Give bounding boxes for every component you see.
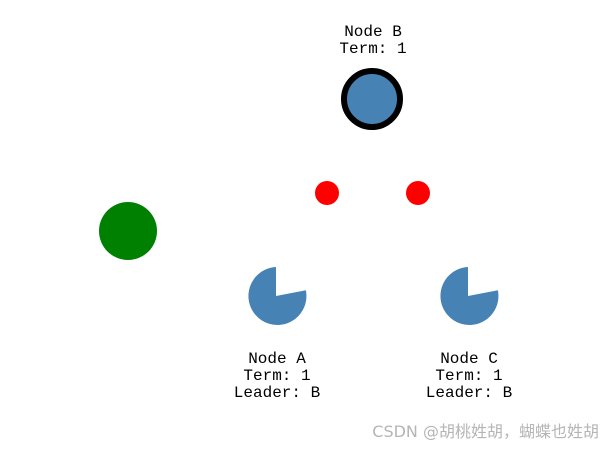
node-a-term: Term: 1 <box>243 367 311 385</box>
node-b-term: Term: 1 <box>339 40 407 58</box>
node-a-circle <box>248 267 307 325</box>
message-dot-to-a <box>315 181 339 205</box>
node-c-term: Term: 1 <box>435 367 503 385</box>
node-b-name: Node B <box>344 23 402 41</box>
node-a-label: Node A Term: 1 Leader: B <box>217 351 337 402</box>
node-a-leader: Leader: B <box>233 384 321 402</box>
watermark: CSDN @胡桃姓胡，蝴蝶也姓胡 <box>372 422 599 441</box>
client-circle <box>99 202 157 260</box>
node-a-name: Node A <box>248 350 306 368</box>
message-dot-to-c <box>406 181 430 205</box>
node-c-name: Node C <box>440 350 498 368</box>
node-b-circle <box>341 68 403 130</box>
node-b-label: Node B Term: 1 <box>313 24 433 58</box>
node-c-circle <box>440 267 499 325</box>
node-c-leader: Leader: B <box>425 384 513 402</box>
node-c-label: Node C Term: 1 Leader: B <box>409 351 529 402</box>
